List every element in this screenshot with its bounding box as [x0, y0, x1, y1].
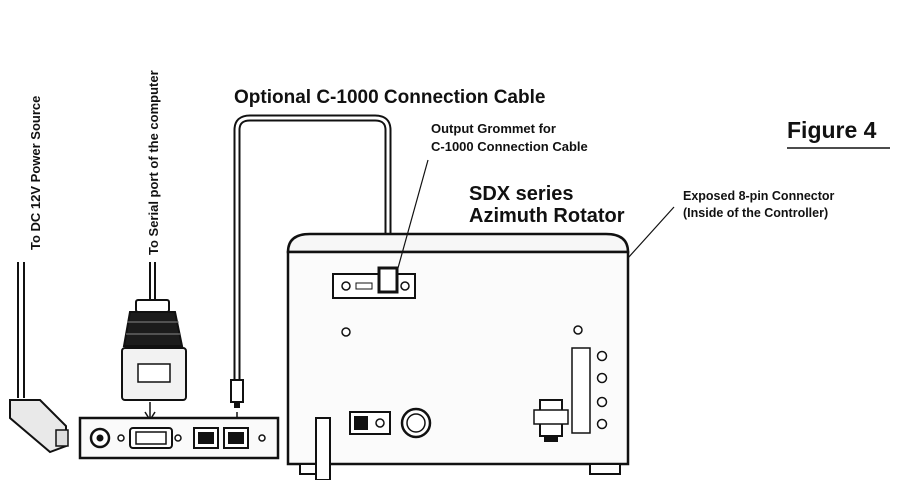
rotator-label-line2: Azimuth Rotator	[469, 205, 625, 227]
connection-cable	[230, 114, 392, 430]
connector-leader-line	[627, 206, 675, 259]
rotator-controller	[286, 232, 630, 480]
connector-label-line1: Exposed 8-pin Connector	[683, 189, 835, 203]
serial-cable-connector	[121, 262, 187, 422]
power-source-label: To DC 12V Power Source	[28, 96, 43, 250]
rotator-label-line1: SDX series	[469, 183, 574, 205]
cable-title: Optional C-1000 Connection Cable	[234, 87, 545, 108]
grommet-label-line1: Output Grommet for	[431, 121, 556, 136]
interface-box	[78, 416, 280, 460]
connector-label-line2: (Inside of the Controller)	[683, 206, 828, 220]
figure-title: Figure 4	[787, 117, 877, 143]
power-plug	[9, 262, 69, 454]
grommet-label-line2: C-1000 Connection Cable	[431, 139, 588, 154]
serial-port-label: To Serial port of the computer	[146, 70, 161, 255]
grommet-leader-line	[397, 159, 429, 269]
